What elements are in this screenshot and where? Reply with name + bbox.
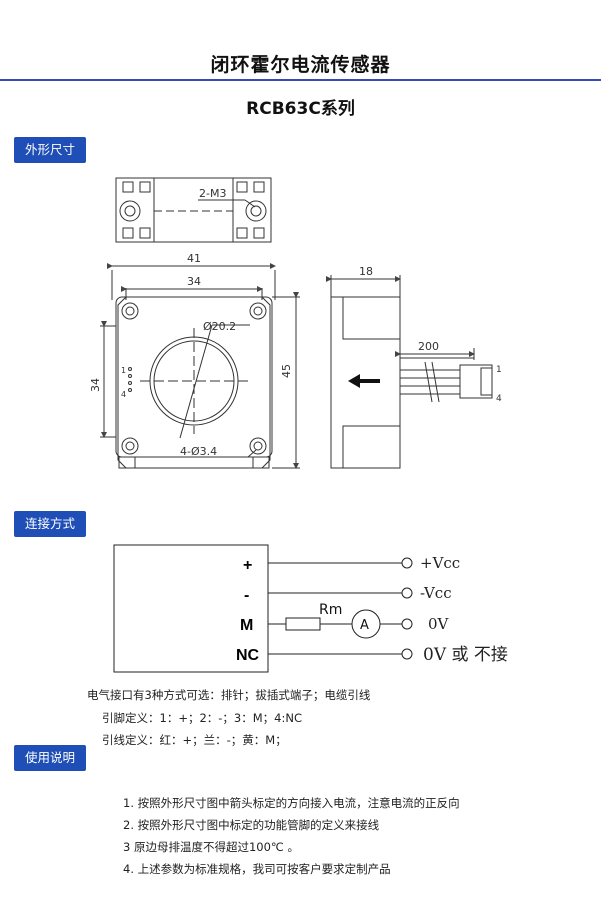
page-title: 闭环霍尔电流传感器 — [210, 54, 391, 76]
terminal-nc-option: 0V 或 不接 — [423, 645, 508, 665]
section-tag-usage: 使用说明 — [14, 745, 87, 771]
screw-label: 2-M3 — [199, 187, 226, 200]
front-view — [100, 263, 300, 469]
usage-note: 4. 上述参数为标准规格，我司可按客户要求定制产品 — [123, 862, 391, 876]
pin-minus-label: - — [244, 587, 249, 604]
usage-note: 3 原边母排温度不得超过100℃ 。 — [123, 840, 299, 854]
usage-note: 1. 按照外形尺寸图中箭头标定的方向接入电流，注意电流的正反向 — [123, 796, 460, 810]
series-subtitle: RCB63C系列 — [246, 99, 355, 119]
depth-label: 18 — [359, 265, 373, 278]
ammeter-icon: A — [360, 618, 369, 633]
terminal-plus-vcc: +Vcc — [420, 554, 460, 572]
mount-holes-label: 4-Ø3.4 — [180, 445, 217, 458]
current-direction-arrow-icon — [348, 374, 380, 388]
hole-diameter-label: Ø20.2 — [203, 320, 236, 333]
title-divider — [0, 79, 601, 81]
terminal-zero-volt: 0V — [428, 615, 450, 633]
pin-m-label: M — [240, 617, 253, 634]
pin-four-label: 4 — [121, 390, 126, 399]
cable-length-label: 200 — [418, 340, 439, 353]
usage-note: 2. 按照外形尺寸图中标定的功能管脚的定义来接线 — [123, 818, 380, 832]
wire-definition: 引线定义：红：+；兰：-；黄：M； — [102, 733, 287, 747]
height-inner-label: 34 — [89, 378, 102, 392]
resistor-label: Rm — [319, 602, 342, 618]
pin-definition: 引脚定义：1：+；2：-；3：M；4:NC — [102, 711, 302, 725]
cable-pin-four-label: 4 — [496, 394, 502, 404]
cable-pin-one-label: 1 — [496, 365, 502, 375]
wiring-diagram — [113, 544, 413, 673]
section-tag-dimensions: 外形尺寸 — [14, 137, 87, 163]
width-outer-label: 41 — [187, 252, 201, 265]
top-view — [115, 177, 272, 243]
section-tag-connection: 连接方式 — [14, 511, 87, 537]
pin-one-label: 1 — [121, 366, 126, 375]
height-outer-label: 45 — [280, 364, 293, 378]
pin-nc-label: NC — [236, 647, 260, 664]
terminal-minus-vcc: -Vcc — [420, 584, 452, 602]
width-inner-label: 34 — [187, 275, 201, 288]
side-view — [326, 275, 493, 469]
connection-summary: 电气接口有3种方式可选：排针；拔插式端子；电缆引线 — [87, 688, 371, 702]
pin-plus-label: + — [243, 557, 252, 574]
